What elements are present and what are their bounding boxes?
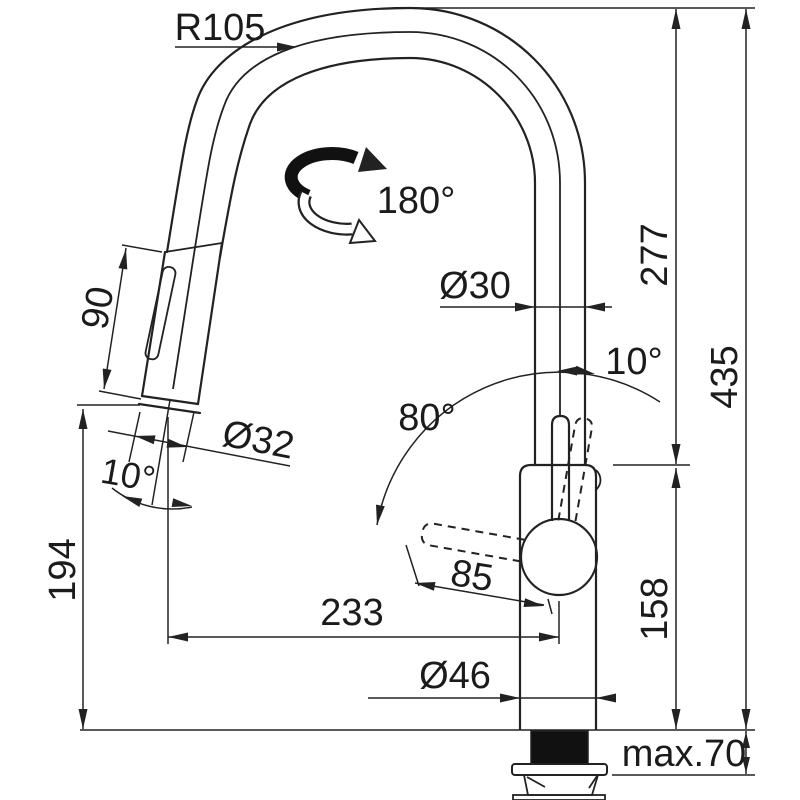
dim-85-arrow-left [415,582,436,591]
threaded-shank [530,730,589,765]
dim-233-arrow-left [168,632,188,642]
label-lever-length: 85 [448,552,496,600]
label-spray-head-diameter: Ø32 [219,413,298,468]
lever-swing-arrow-bottom [376,504,385,525]
dim-435-arrow-bottom [741,709,751,729]
body-edge-notch [595,469,602,491]
dia30-arrow-right [585,302,605,312]
label-total-height: 435 [704,345,746,408]
dimension-labels: R105 180° Ø30 277 435 90 Ø32 10° 80° 10°… [42,7,746,775]
dim-90-ext-bottom [98,390,142,400]
dia32-arrow-left [135,435,156,445]
label-body-diameter: Ø46 [419,655,491,697]
r105-arrowhead [277,42,297,52]
dim-233-arrow-right [539,632,559,642]
label-lever-tilt-angle: 10° [605,341,662,383]
label-spout-reach: 233 [320,592,383,634]
dim-85-tick-right [547,598,553,615]
label-outlet-height: 194 [42,538,84,601]
faucet-body [518,463,598,731]
spray-axis-extension [151,399,171,506]
label-spray-head-angle: 10° [98,450,159,500]
dim-194-arrow-bottom [78,709,88,729]
spout-middle-contour [193,31,561,415]
dia30-arrow-left [515,302,535,312]
dim-85-line [414,582,545,606]
spray-head-right-edge [196,241,224,406]
spray-angle-arc [111,487,193,510]
dim-90-arrow-top [118,249,128,270]
dia46-arrow-right [596,693,616,703]
dia32-arrow-right [166,438,187,448]
mounting-nut [523,774,599,796]
label-max-mounting-thickness: max.70 [622,733,747,775]
spout-outer-contour [165,6,587,466]
spray-head-junction-line [164,242,223,253]
spray-angle-arrow-left [122,496,143,507]
label-spout-tube-diameter: Ø30 [439,265,511,307]
max70-arrow-up [742,732,750,748]
dim-158-arrow-top [671,468,681,488]
spray-angle-arrow-right [171,498,192,507]
mounting-flange [512,794,606,800]
dim-90-arrow-bottom [102,368,112,389]
swivel-arrow-black-head [358,147,387,172]
dim-90-ext-top [121,244,163,253]
max70-arrow-down [742,757,750,773]
label-spray-head-length: 90 [74,283,123,332]
dia32-ext-left [128,411,141,463]
dim-85-arrow-right [523,598,544,607]
mounting-washer [511,763,608,776]
dim-277-arrow-top [671,9,681,29]
mounting-nut-hatch [526,775,598,789]
label-swivel-angle: 180° [377,180,456,222]
swivel-arrow-white-head [348,217,377,245]
label-spout-height: 277 [634,223,676,286]
dim-158-arrow-bottom [671,709,681,729]
dim-435-arrow-top [741,9,751,29]
swivel-symbol [284,147,387,245]
ball-joint [519,517,599,597]
dim-194-arrow-top [78,409,88,429]
lever-upright [550,414,571,521]
dimension-graphics [77,7,755,776]
spray-head-button [144,265,177,361]
lever-tilted-dashed [557,417,594,524]
swivel-arrow-black-body [284,147,359,202]
lever-tilt-arrow-right [574,365,595,375]
spray-head-inner-line [172,253,195,390]
dim-85-tick-left [405,544,420,587]
label-bend-radius: R105 [175,7,266,49]
lever-swing-arc [376,371,661,526]
label-body-height: 158 [634,577,676,640]
dia32-ext-right [182,411,195,463]
dim-90-line [103,247,127,390]
lever-tilt-arrow-left [557,366,577,376]
spout-inner-contour [218,56,537,466]
dia46-arrow-left [500,693,520,703]
faucet-outline [80,6,755,800]
swivel-arrow-white-inner [299,192,353,234]
label-lever-swing-angle: 80° [398,397,455,439]
dim-277-arrow-bottom [671,444,681,464]
